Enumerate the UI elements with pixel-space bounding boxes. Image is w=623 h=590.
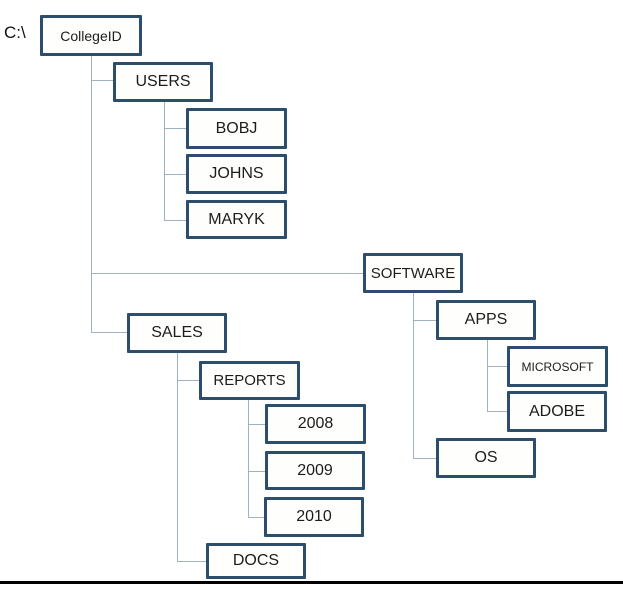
connector-branch-johns xyxy=(164,174,186,175)
connector-branch-2008 xyxy=(248,424,265,425)
node-bobj: BOBJ xyxy=(186,108,287,149)
connector-branch-os xyxy=(413,458,436,459)
node-collegeid: CollegeID xyxy=(40,15,142,56)
node-microsoft: MICROSOFT xyxy=(507,346,608,387)
node-2010: 2010 xyxy=(264,497,364,537)
node-os: OS xyxy=(436,438,536,478)
connector-branch-reports xyxy=(177,380,199,381)
connector-trunk-root xyxy=(91,56,92,332)
node-software: SOFTWARE xyxy=(363,253,463,293)
connector-trunk-reports xyxy=(248,399,249,517)
node-johns: JOHNS xyxy=(186,154,287,194)
connector-branch-users xyxy=(91,80,113,81)
connector-branch-microsoft xyxy=(487,366,507,367)
connector-branch-apps xyxy=(413,320,436,321)
drive-label: C:\ xyxy=(4,23,26,42)
connector-branch-2009 xyxy=(248,471,265,472)
connector-branch-adobe xyxy=(487,411,507,412)
node-adobe: ADOBE xyxy=(507,391,607,432)
node-reports: REPORTS xyxy=(199,361,300,400)
node-2008: 2008 xyxy=(265,404,366,444)
node-users: USERS xyxy=(113,62,213,102)
node-sales: SALES xyxy=(127,313,227,353)
connector-trunk-users xyxy=(164,102,165,220)
node-docs: DOCS xyxy=(206,543,306,579)
connector-branch-sales xyxy=(91,332,127,333)
connector-trunk-software xyxy=(413,293,414,458)
node-2009: 2009 xyxy=(265,451,365,490)
node-apps: APPS xyxy=(436,300,536,340)
connector-trunk-sales xyxy=(177,353,178,561)
connector-branch-2010 xyxy=(248,517,264,518)
node-maryk: MARYK xyxy=(186,200,287,239)
connector-branch-maryk xyxy=(164,220,186,221)
bottom-divider-line xyxy=(0,581,623,584)
connector-trunk-apps xyxy=(487,340,488,411)
connector-branch-software xyxy=(91,273,363,274)
connector-branch-bobj xyxy=(164,128,186,129)
connector-branch-docs xyxy=(177,561,206,562)
